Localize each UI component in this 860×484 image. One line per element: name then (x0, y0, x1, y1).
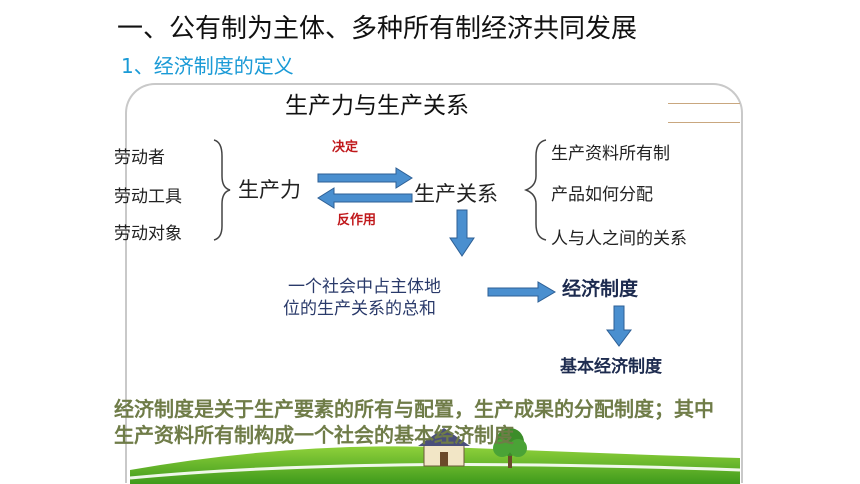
relation-item-ownership: 生产资料所有制 (551, 144, 670, 164)
economic-system-label: 经济制度 (562, 278, 639, 300)
relations-of-production-label: 生产关系 (414, 182, 498, 206)
slide-title: 一、公有制为主体、多种所有制经济共同发展 (117, 14, 638, 44)
factor-objects: 劳动对象 (114, 224, 182, 244)
decorative-rule (668, 122, 740, 123)
dominant-relations-line-1: 一个社会中占主体地 (288, 277, 441, 297)
productive-forces-label: 生产力 (238, 178, 301, 202)
section-subtitle: 1、经济制度的定义 (121, 54, 294, 78)
diagram-frame (125, 83, 743, 483)
basic-economic-system-label: 基本经济制度 (560, 357, 662, 377)
right-brace (523, 139, 547, 241)
relation-item-interpersonal: 人与人之间的关系 (551, 229, 687, 249)
reaction-label: 反作用 (337, 213, 377, 228)
left-brace (213, 139, 231, 241)
diagram-heading: 生产力与生产关系 (285, 93, 469, 119)
right-arrow-economic-system (487, 281, 556, 303)
reaction-arrow (317, 187, 413, 209)
factor-laborer: 劳动者 (114, 148, 165, 168)
decorative-rule (668, 103, 740, 104)
house-illustration (418, 428, 470, 467)
determines-arrow (317, 167, 413, 189)
tree-illustration (493, 428, 527, 468)
relation-item-distribution: 产品如何分配 (551, 185, 653, 205)
down-arrow-relations (449, 209, 475, 257)
down-arrow-basic-system (606, 305, 632, 347)
factor-tools: 劳动工具 (114, 187, 182, 207)
dominant-relations-line-2: 位的生产关系的总和 (283, 299, 436, 319)
determines-label: 决定 (332, 140, 359, 155)
definition-caption: 经济制度是关于生产要素的所有与配置，生产成果的分配制度；其中生产资料所有制构成一… (114, 397, 714, 447)
